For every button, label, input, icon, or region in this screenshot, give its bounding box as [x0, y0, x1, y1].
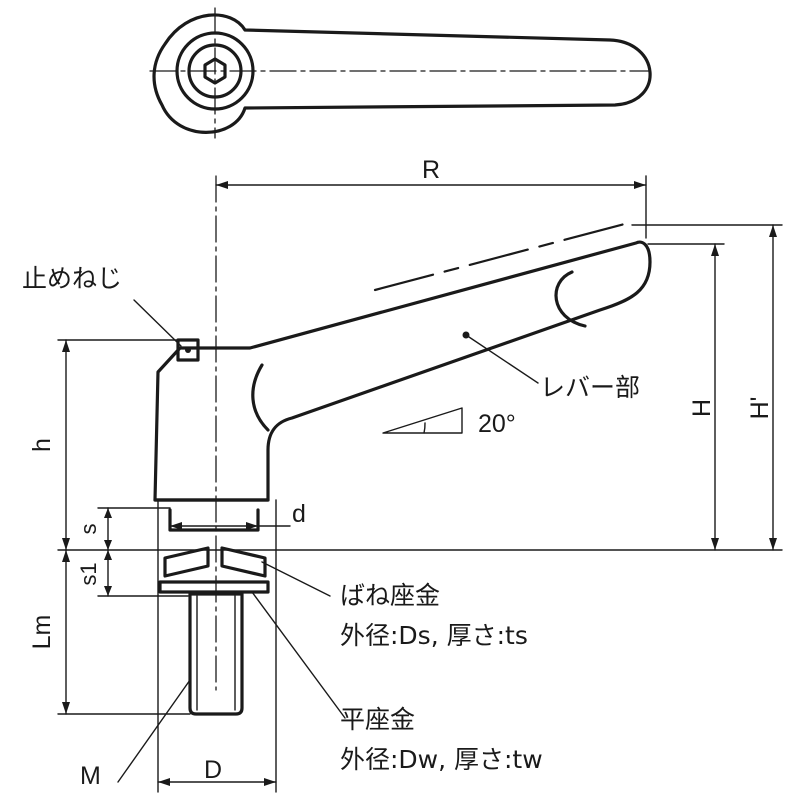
top-view: [149, 7, 652, 139]
arrow-icon: [216, 181, 228, 189]
dim-M-leader: [117, 679, 191, 783]
arrow-icon: [170, 522, 182, 530]
angle-label: 20°: [478, 410, 516, 438]
dim-h-label: h: [28, 438, 56, 452]
dim-Hprime-label: H': [746, 397, 774, 420]
arrow-icon: [711, 244, 719, 256]
arrow-icon: [62, 702, 70, 714]
dim-d-label: d: [292, 500, 306, 528]
arrow-icon: [769, 225, 777, 237]
set-screw: [176, 338, 200, 362]
dim-Lm-label: Lm: [28, 615, 56, 650]
angle-arc: [423, 422, 426, 434]
spring-washer-spec: 外径:Ds, 厚さ:ts: [340, 621, 528, 650]
dim-H-label: H: [688, 399, 716, 417]
lever-part-leader: [465, 334, 539, 384]
spring-washer-left: [163, 546, 210, 578]
lever-ghost-line: [373, 220, 634, 292]
collar-outline: [168, 508, 260, 532]
arrow-icon: [62, 340, 70, 352]
flat-washer-leader: [251, 591, 346, 719]
threaded-stud: [188, 592, 244, 716]
side-view: [133, 175, 652, 716]
arrow-icon: [104, 508, 112, 518]
flat-washer-label: 平座金: [340, 705, 415, 734]
arrow-icon: [264, 778, 276, 786]
arrow-icon: [769, 538, 777, 550]
lever-part-label: レバー部: [540, 373, 640, 402]
arrow-icon: [634, 181, 646, 189]
lever-grip-curve: [554, 270, 587, 328]
flat-washer-spec: 外径:Dw, 厚さ:tw: [340, 745, 543, 774]
arrow-icon: [158, 778, 170, 786]
set-screw-dot: [185, 347, 191, 353]
arrow-icon: [62, 538, 70, 550]
top-view-outline: [152, 13, 652, 134]
spring-washer-label: ばね座金: [340, 581, 440, 610]
spring-washer-leader: [261, 561, 331, 597]
arrow-icon: [104, 550, 112, 560]
arrow-icon: [104, 540, 112, 550]
dimensions: [57, 175, 783, 793]
arrow-icon: [104, 586, 112, 596]
lever-body-outline: [153, 240, 652, 502]
arrow-icon: [246, 522, 258, 530]
arrow-icon: [62, 550, 70, 562]
set-screw-leader: [133, 299, 182, 347]
lever-inner-curve: [251, 363, 270, 432]
set-screw-label: 止めねじ: [22, 264, 122, 293]
dim-R-label: R: [422, 156, 440, 184]
spring-washer-right: [220, 546, 267, 578]
dim-D-label: D: [204, 756, 222, 784]
arrow-icon: [711, 538, 719, 550]
dim-s-label: s: [76, 524, 101, 535]
angle-triangle: [382, 407, 463, 434]
flat-washer: [158, 580, 270, 594]
dim-s1-label: s1: [76, 562, 101, 585]
labels: 止めねじ レバー部 20° ばね座金 外径:Ds, 厚さ:ts 平座金 外径:D…: [22, 156, 774, 790]
dim-M-label: M: [80, 762, 101, 790]
